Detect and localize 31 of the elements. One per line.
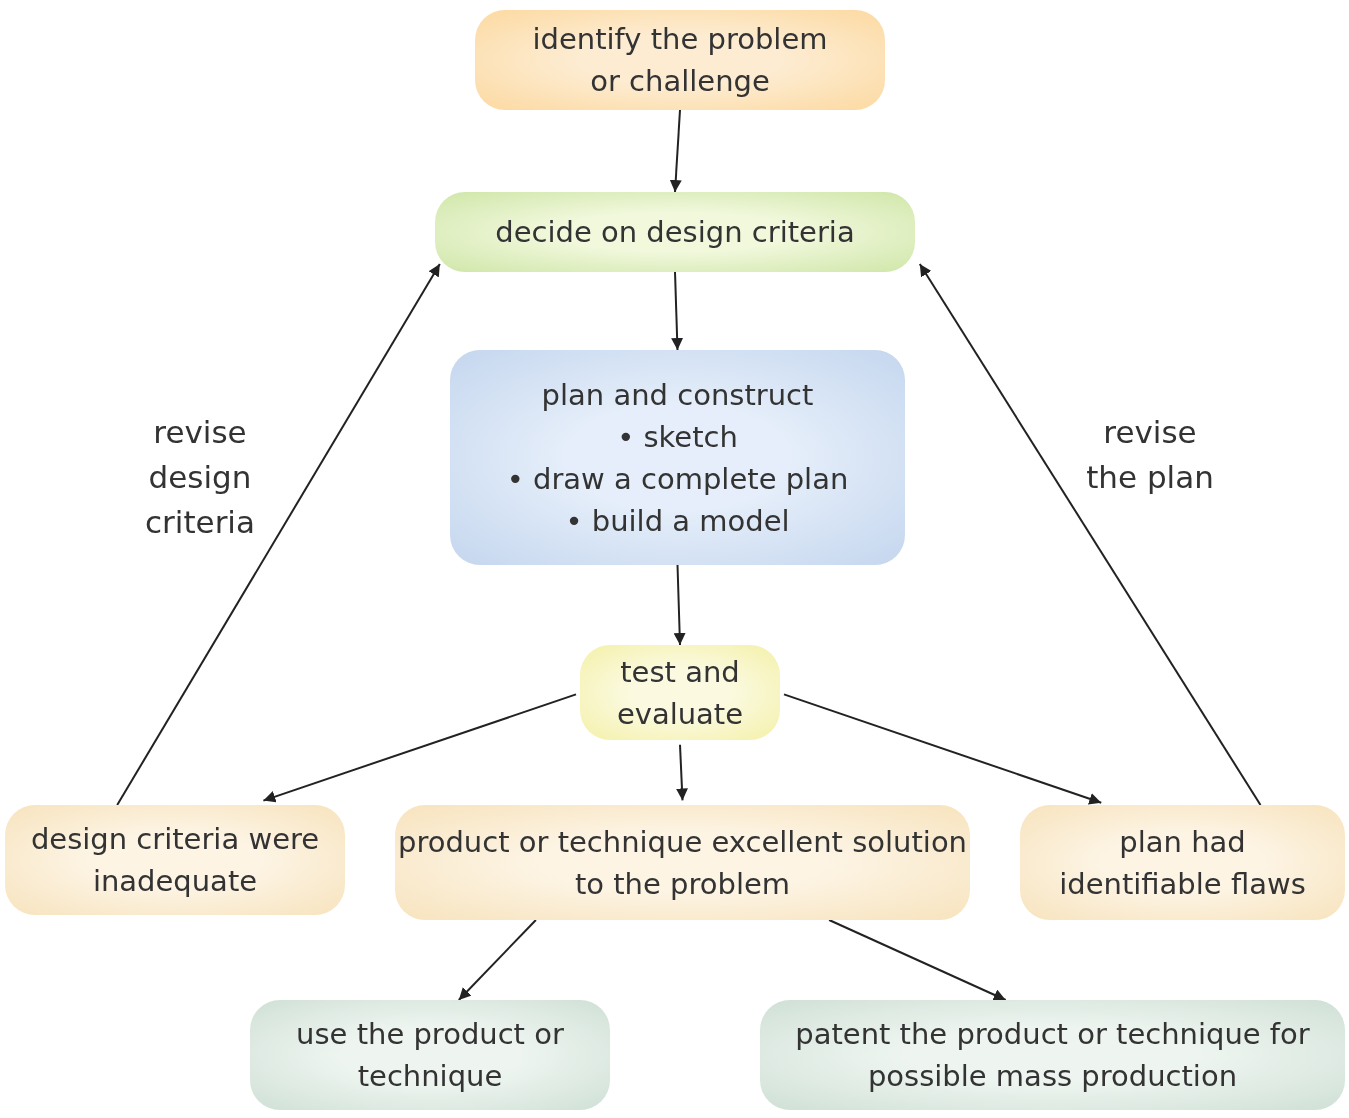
process-box xyxy=(250,1000,610,1110)
arrow xyxy=(671,271,684,351)
arrow xyxy=(262,693,577,803)
process-box xyxy=(760,1000,1345,1110)
arrow xyxy=(675,743,688,802)
node-text: patent the product or technique for possible mass production xyxy=(794,1016,1311,1095)
node-text: • draw a complete plan xyxy=(506,460,849,498)
node-text: use the product or technique xyxy=(295,1016,565,1095)
process-box xyxy=(435,192,915,272)
process-box xyxy=(580,645,780,740)
node-text: product or technique excellent solution to the problem xyxy=(397,823,968,903)
node-text: • sketch xyxy=(617,418,738,456)
node-text: plan and construct xyxy=(541,376,814,414)
process-box xyxy=(395,805,970,920)
node-text: plan had identifiable flaws xyxy=(1058,823,1307,903)
process-box xyxy=(475,10,885,110)
node-text: test and evaluate xyxy=(615,653,745,733)
arrow xyxy=(457,919,537,1001)
node-text: identify the problem or challenge xyxy=(531,21,829,100)
node-text: design criteria were inadequate xyxy=(29,821,321,900)
arrow xyxy=(828,919,1007,1001)
arrow xyxy=(918,263,1262,806)
node-text: • build a model xyxy=(565,502,790,540)
arrow xyxy=(669,109,682,193)
node-text: decide on design criteria xyxy=(495,214,855,251)
arrow xyxy=(116,263,441,806)
process-box xyxy=(5,805,345,915)
process-box xyxy=(450,350,905,565)
arrow xyxy=(673,564,686,646)
arrow xyxy=(783,693,1103,805)
process-box xyxy=(1020,805,1345,920)
